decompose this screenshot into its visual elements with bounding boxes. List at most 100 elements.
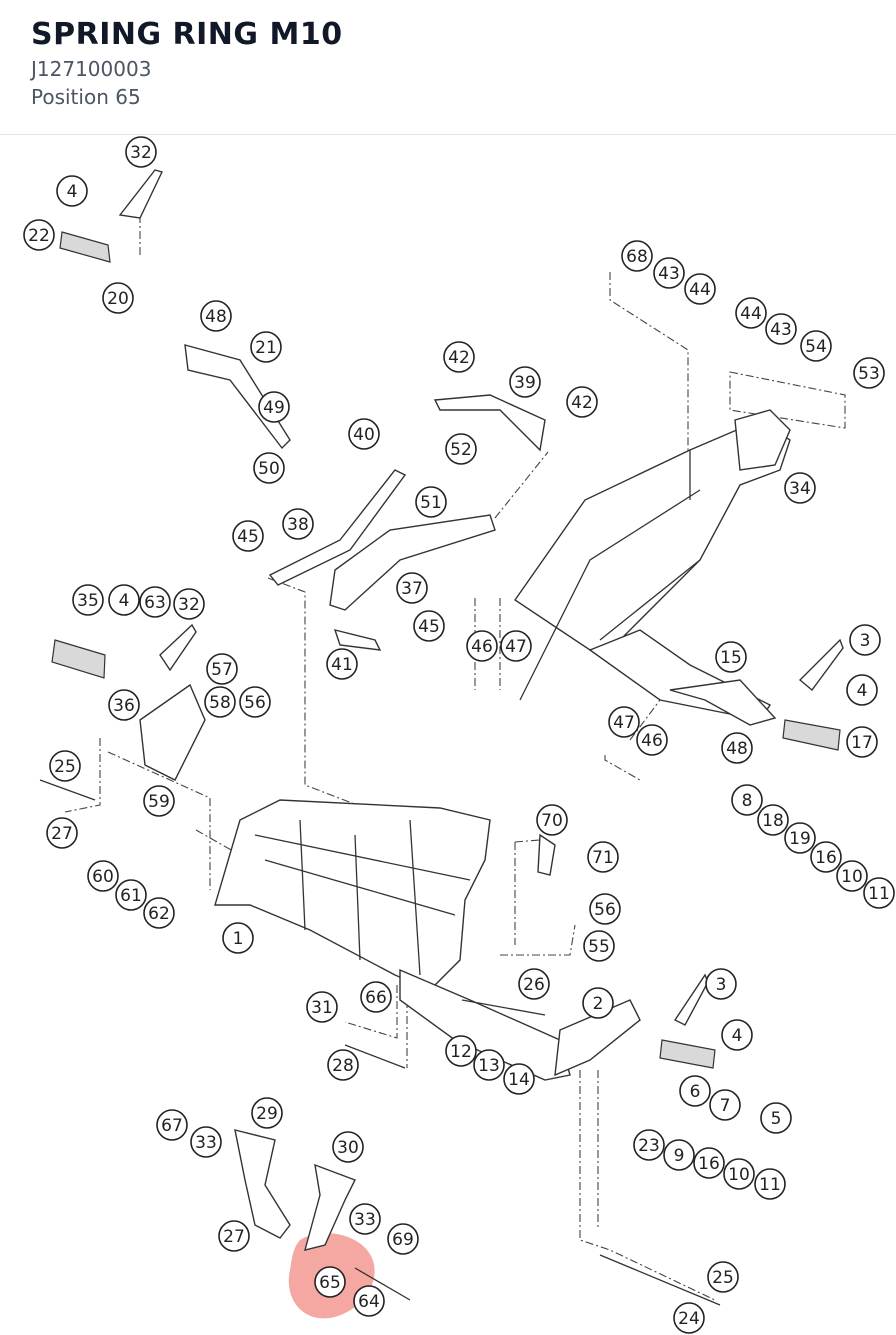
part-callout-4[interactable]: 4 xyxy=(846,674,878,706)
part-callout-71[interactable]: 71 xyxy=(587,841,619,873)
callout-circle xyxy=(396,572,428,604)
part-callout-43[interactable]: 43 xyxy=(653,257,685,289)
part-callout-8[interactable]: 8 xyxy=(731,784,763,816)
part-callout-6[interactable]: 6 xyxy=(679,1075,711,1107)
part-callout-47[interactable]: 47 xyxy=(500,630,532,662)
part-callout-44[interactable]: 44 xyxy=(735,297,767,329)
part-callout-65[interactable]: 65 xyxy=(314,1266,346,1298)
part-callout-59[interactable]: 59 xyxy=(143,785,175,817)
callout-label: 16 xyxy=(698,1154,720,1174)
part-callout-20[interactable]: 20 xyxy=(102,282,134,314)
callout-label: 47 xyxy=(613,713,635,733)
part-callout-56[interactable]: 56 xyxy=(239,686,271,718)
part-callout-11[interactable]: 11 xyxy=(863,877,895,909)
part-callout-66[interactable]: 66 xyxy=(360,981,392,1013)
part-callout-56[interactable]: 56 xyxy=(589,893,621,925)
part-callout-63[interactable]: 63 xyxy=(139,586,171,618)
part-callout-29[interactable]: 29 xyxy=(251,1097,283,1129)
part-callout-15[interactable]: 15 xyxy=(715,641,747,673)
part-callout-10[interactable]: 10 xyxy=(723,1158,755,1190)
part-callout-25[interactable]: 25 xyxy=(707,1261,739,1293)
part-callout-28[interactable]: 28 xyxy=(327,1049,359,1081)
part-callout-16[interactable]: 16 xyxy=(810,841,842,873)
part-callout-47[interactable]: 47 xyxy=(608,706,640,738)
part-callout-14[interactable]: 14 xyxy=(503,1063,535,1095)
part-callout-46[interactable]: 46 xyxy=(466,630,498,662)
part-callout-11[interactable]: 11 xyxy=(754,1168,786,1200)
part-callout-43[interactable]: 43 xyxy=(765,313,797,345)
part-callout-44[interactable]: 44 xyxy=(684,273,716,305)
part-callout-36[interactable]: 36 xyxy=(108,689,140,721)
part-callout-3[interactable]: 3 xyxy=(849,624,881,656)
part-callout-27[interactable]: 27 xyxy=(46,817,78,849)
part-callout-45[interactable]: 45 xyxy=(232,520,264,552)
part-callout-49[interactable]: 49 xyxy=(258,391,290,423)
part-callout-2[interactable]: 2 xyxy=(582,987,614,1019)
callout-circle xyxy=(589,893,621,925)
part-callout-10[interactable]: 10 xyxy=(836,860,868,892)
part-callout-40[interactable]: 40 xyxy=(348,418,380,450)
part-callout-57[interactable]: 57 xyxy=(206,653,238,685)
part-callout-5[interactable]: 5 xyxy=(760,1102,792,1134)
part-callout-50[interactable]: 50 xyxy=(253,452,285,484)
part-callout-70[interactable]: 70 xyxy=(536,804,568,836)
part-callout-35[interactable]: 35 xyxy=(72,584,104,616)
part-callout-51[interactable]: 51 xyxy=(415,486,447,518)
part-callout-26[interactable]: 26 xyxy=(518,968,550,1000)
part-callout-19[interactable]: 19 xyxy=(784,822,816,854)
part-callout-3[interactable]: 3 xyxy=(705,968,737,1000)
part-callout-33[interactable]: 33 xyxy=(349,1203,381,1235)
part-callout-68[interactable]: 68 xyxy=(621,240,653,272)
part-callout-60[interactable]: 60 xyxy=(87,860,119,892)
part-callout-1[interactable]: 1 xyxy=(222,922,254,954)
part-callout-32[interactable]: 32 xyxy=(125,136,157,168)
part-callout-22[interactable]: 22 xyxy=(23,219,55,251)
part-callout-31[interactable]: 31 xyxy=(306,991,338,1023)
callout-label: 48 xyxy=(205,307,227,327)
part-callout-23[interactable]: 23 xyxy=(633,1129,665,1161)
part-callout-37[interactable]: 37 xyxy=(396,572,428,604)
part-callout-30[interactable]: 30 xyxy=(332,1131,364,1163)
part-callout-41[interactable]: 41 xyxy=(326,648,358,680)
part-callout-48[interactable]: 48 xyxy=(721,732,753,764)
part-callout-48[interactable]: 48 xyxy=(200,300,232,332)
part-callout-7[interactable]: 7 xyxy=(709,1089,741,1121)
callout-label: 4 xyxy=(732,1026,743,1046)
part-callout-64[interactable]: 64 xyxy=(353,1285,385,1317)
part-callout-33[interactable]: 33 xyxy=(190,1126,222,1158)
callout-label: 45 xyxy=(418,617,440,637)
part-callout-4[interactable]: 4 xyxy=(721,1019,753,1051)
part-callout-42[interactable]: 42 xyxy=(443,341,475,373)
part-callout-39[interactable]: 39 xyxy=(509,366,541,398)
part-callout-69[interactable]: 69 xyxy=(387,1223,419,1255)
part-callout-46[interactable]: 46 xyxy=(636,724,668,756)
part-callout-13[interactable]: 13 xyxy=(473,1049,505,1081)
part-callout-54[interactable]: 54 xyxy=(800,330,832,362)
part-callout-27[interactable]: 27 xyxy=(218,1220,250,1252)
part-callout-38[interactable]: 38 xyxy=(282,508,314,540)
part-callout-55[interactable]: 55 xyxy=(583,930,615,962)
callout-label: 48 xyxy=(726,739,748,759)
part-callout-62[interactable]: 62 xyxy=(143,897,175,929)
part-callout-9[interactable]: 9 xyxy=(663,1139,695,1171)
part-callout-58[interactable]: 58 xyxy=(204,686,236,718)
part-callout-18[interactable]: 18 xyxy=(757,804,789,836)
part-callout-53[interactable]: 53 xyxy=(853,357,885,389)
part-callout-16[interactable]: 16 xyxy=(693,1147,725,1179)
part-callout-45[interactable]: 45 xyxy=(413,610,445,642)
part-callout-4[interactable]: 4 xyxy=(108,584,140,616)
callout-circle xyxy=(232,520,264,552)
part-callout-4[interactable]: 4 xyxy=(56,175,88,207)
part-callout-32[interactable]: 32 xyxy=(173,588,205,620)
part-callout-52[interactable]: 52 xyxy=(445,433,477,465)
part-callout-61[interactable]: 61 xyxy=(115,879,147,911)
callout-label: 52 xyxy=(450,440,472,460)
part-callout-42[interactable]: 42 xyxy=(566,386,598,418)
part-callout-12[interactable]: 12 xyxy=(445,1035,477,1067)
part-callout-25[interactable]: 25 xyxy=(49,750,81,782)
part-callout-24[interactable]: 24 xyxy=(673,1302,705,1334)
part-callout-21[interactable]: 21 xyxy=(250,331,282,363)
part-callout-34[interactable]: 34 xyxy=(784,472,816,504)
part-callout-67[interactable]: 67 xyxy=(156,1109,188,1141)
part-callout-17[interactable]: 17 xyxy=(846,726,878,758)
